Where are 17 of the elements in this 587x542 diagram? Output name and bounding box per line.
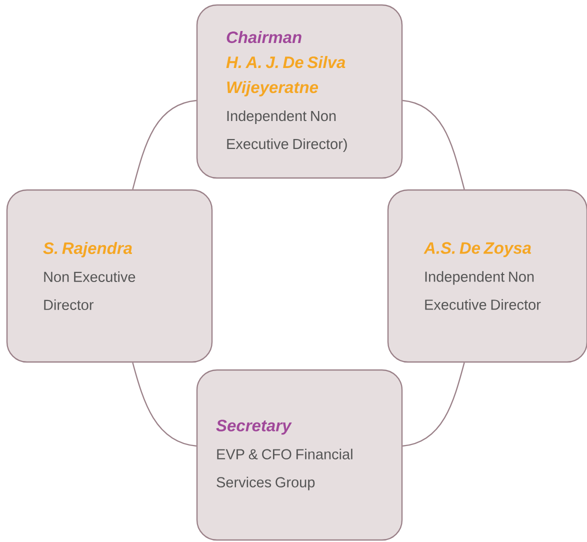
connector-arc [402, 100, 465, 190]
connector-arc [402, 362, 465, 447]
node-text: Secretary [216, 420, 292, 435]
connector-arc [132, 362, 196, 447]
rounded-box [6, 189, 213, 363]
node-text: Independent Non Executive Director [425, 271, 541, 310]
node-text: Independent Non Executive Director) [227, 110, 347, 152]
node-text: EVP & CFO Financial Services Group [216, 448, 352, 490]
node-text: Non Executive Director [44, 271, 136, 310]
node-text: Chairman [226, 31, 302, 44]
rounded-box [387, 189, 587, 363]
connector-arc [132, 100, 196, 190]
node-text: A.S. De Zoysa [424, 242, 532, 258]
node-text: H. A. J. De Silva Wijeyeratne [226, 56, 346, 96]
node-text: S. Rajendra [43, 242, 132, 258]
rounded-box [196, 369, 403, 541]
rounded-box [196, 4, 403, 179]
